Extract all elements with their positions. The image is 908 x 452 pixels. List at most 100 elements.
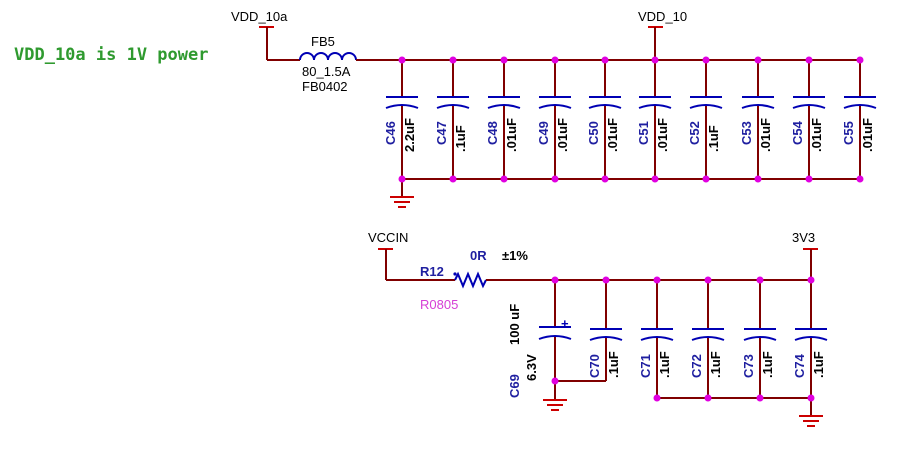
capacitor-c52: C52.1uF	[687, 60, 723, 179]
cap-value: .01uF	[758, 118, 773, 152]
capacitor-c72: C72 .1uF	[689, 280, 725, 398]
junction-dot	[702, 175, 710, 183]
cap-ref: C70	[587, 354, 602, 378]
cap-ref: C48	[485, 121, 500, 145]
r12-tolerance: ±1%	[502, 248, 528, 263]
cap-ref: C74	[792, 353, 807, 378]
vdd10-power-port	[648, 26, 663, 60]
cap-value: .1uF	[606, 351, 621, 378]
capacitor-c51: C51 .01uF	[636, 60, 672, 179]
fb5-ref: FB5	[311, 34, 335, 49]
junction-dot	[500, 175, 508, 183]
junction-dot	[398, 175, 406, 183]
cap-value: .01uF	[655, 118, 670, 152]
capacitor-c48: C48 .01uF	[485, 60, 521, 179]
cap-ref: C54	[790, 120, 805, 145]
c69-ref: C69	[507, 374, 522, 398]
v3v3-net-label: 3V3	[792, 230, 815, 245]
capacitor-c47: C47 .1uF	[434, 60, 470, 179]
junction-dot	[807, 276, 815, 284]
r12-footprint: R0805	[420, 297, 458, 312]
cap-value: .1uF	[453, 125, 468, 152]
junction-dot	[449, 56, 457, 64]
r12-ref: R12	[420, 264, 444, 279]
capacitor-c49: C49.01uF	[536, 60, 572, 179]
c69-value: 100 uF	[507, 304, 522, 345]
capacitor-c73: C73 .1uF	[741, 280, 777, 398]
junction-dot	[856, 56, 864, 64]
capacitor-c50: C50 .01uF	[586, 60, 622, 179]
junction-dot	[601, 56, 609, 64]
cap-ref: C73	[741, 354, 756, 378]
c69-capacitor	[538, 280, 572, 381]
junction-dot	[551, 377, 559, 385]
cap-ref: C50	[586, 121, 601, 145]
cap-value: .1uF	[708, 351, 723, 378]
fb5-ferrite-bead-symbol	[299, 52, 357, 61]
capacitor-c53: C53 .01uF	[739, 60, 775, 179]
junction-dot	[807, 394, 815, 402]
c69-voltage: 6.3V	[524, 354, 539, 381]
junction-dot	[651, 56, 659, 64]
cap-ref: C55	[841, 121, 856, 145]
cap-value: .1uF	[811, 351, 826, 378]
ground-symbol-c69	[543, 381, 567, 411]
junction-dot	[551, 56, 559, 64]
ground-symbol-bottom	[799, 398, 823, 427]
capacitor-c74: C74 .1uF	[792, 280, 828, 398]
vdd10-net-label: VDD_10	[638, 9, 687, 24]
vccin-power-port	[378, 248, 393, 280]
vccin-net-label: VCCIN	[368, 230, 408, 245]
junction-dot	[551, 276, 559, 284]
cap-ref: C47	[434, 121, 449, 145]
fb5-value: 80_1.5A	[302, 64, 351, 79]
bottom-junctions	[551, 276, 815, 402]
junction-dot	[601, 175, 609, 183]
cap-value: .01uF	[504, 118, 519, 152]
cap-value: .01uF	[555, 118, 570, 152]
power-note: VDD_10a is 1V power	[14, 45, 208, 65]
junction-dot	[500, 56, 508, 64]
junction-dot	[754, 56, 762, 64]
r12-value: 0R	[470, 248, 487, 263]
cap-ref: C71	[638, 354, 653, 378]
junction-dot	[856, 175, 864, 183]
fb5-footprint: FB0402	[302, 79, 348, 94]
r12-pin1-dot	[453, 272, 457, 276]
r12-resistor-symbol	[454, 271, 487, 289]
capacitor-c55: C55 .01uF	[841, 60, 877, 179]
capacitor-c54: C54 .01uF	[790, 60, 826, 179]
junction-dot	[702, 56, 710, 64]
cap-ref: C46	[383, 121, 398, 145]
v3v3-power-port	[803, 248, 818, 280]
junction-dot	[704, 394, 712, 402]
cap-ref: C52	[687, 121, 702, 145]
capacitor-c71: C71 .1uF	[638, 280, 674, 398]
cap-value: .1uF	[760, 351, 775, 378]
junction-dot	[651, 175, 659, 183]
junction-dot	[805, 56, 813, 64]
junction-dot	[602, 276, 610, 284]
junction-dot	[704, 276, 712, 284]
junction-dot	[551, 175, 559, 183]
capacitor-c46: C46 2.2uF	[383, 60, 419, 179]
capacitor-c70: C70 .1uF	[587, 280, 623, 381]
cap-ref: C51	[636, 121, 651, 145]
cap-value: .01uF	[605, 118, 620, 152]
junction-dot	[449, 175, 457, 183]
junction-dot	[756, 276, 764, 284]
junction-dot	[756, 394, 764, 402]
cap-ref: C53	[739, 121, 754, 145]
cap-value: .01uF	[809, 118, 824, 152]
c69-polarity: +	[561, 316, 569, 331]
cap-value: 2.2uF	[402, 118, 417, 152]
cap-ref: C72	[689, 354, 704, 378]
cap-value: .1uF	[657, 351, 672, 378]
ground-symbol-top	[390, 179, 414, 208]
junction-dot	[653, 276, 661, 284]
vdd10a-net-label: VDD_10a	[231, 9, 288, 24]
cap-value: .01uF	[860, 118, 875, 152]
junction-dot	[754, 175, 762, 183]
